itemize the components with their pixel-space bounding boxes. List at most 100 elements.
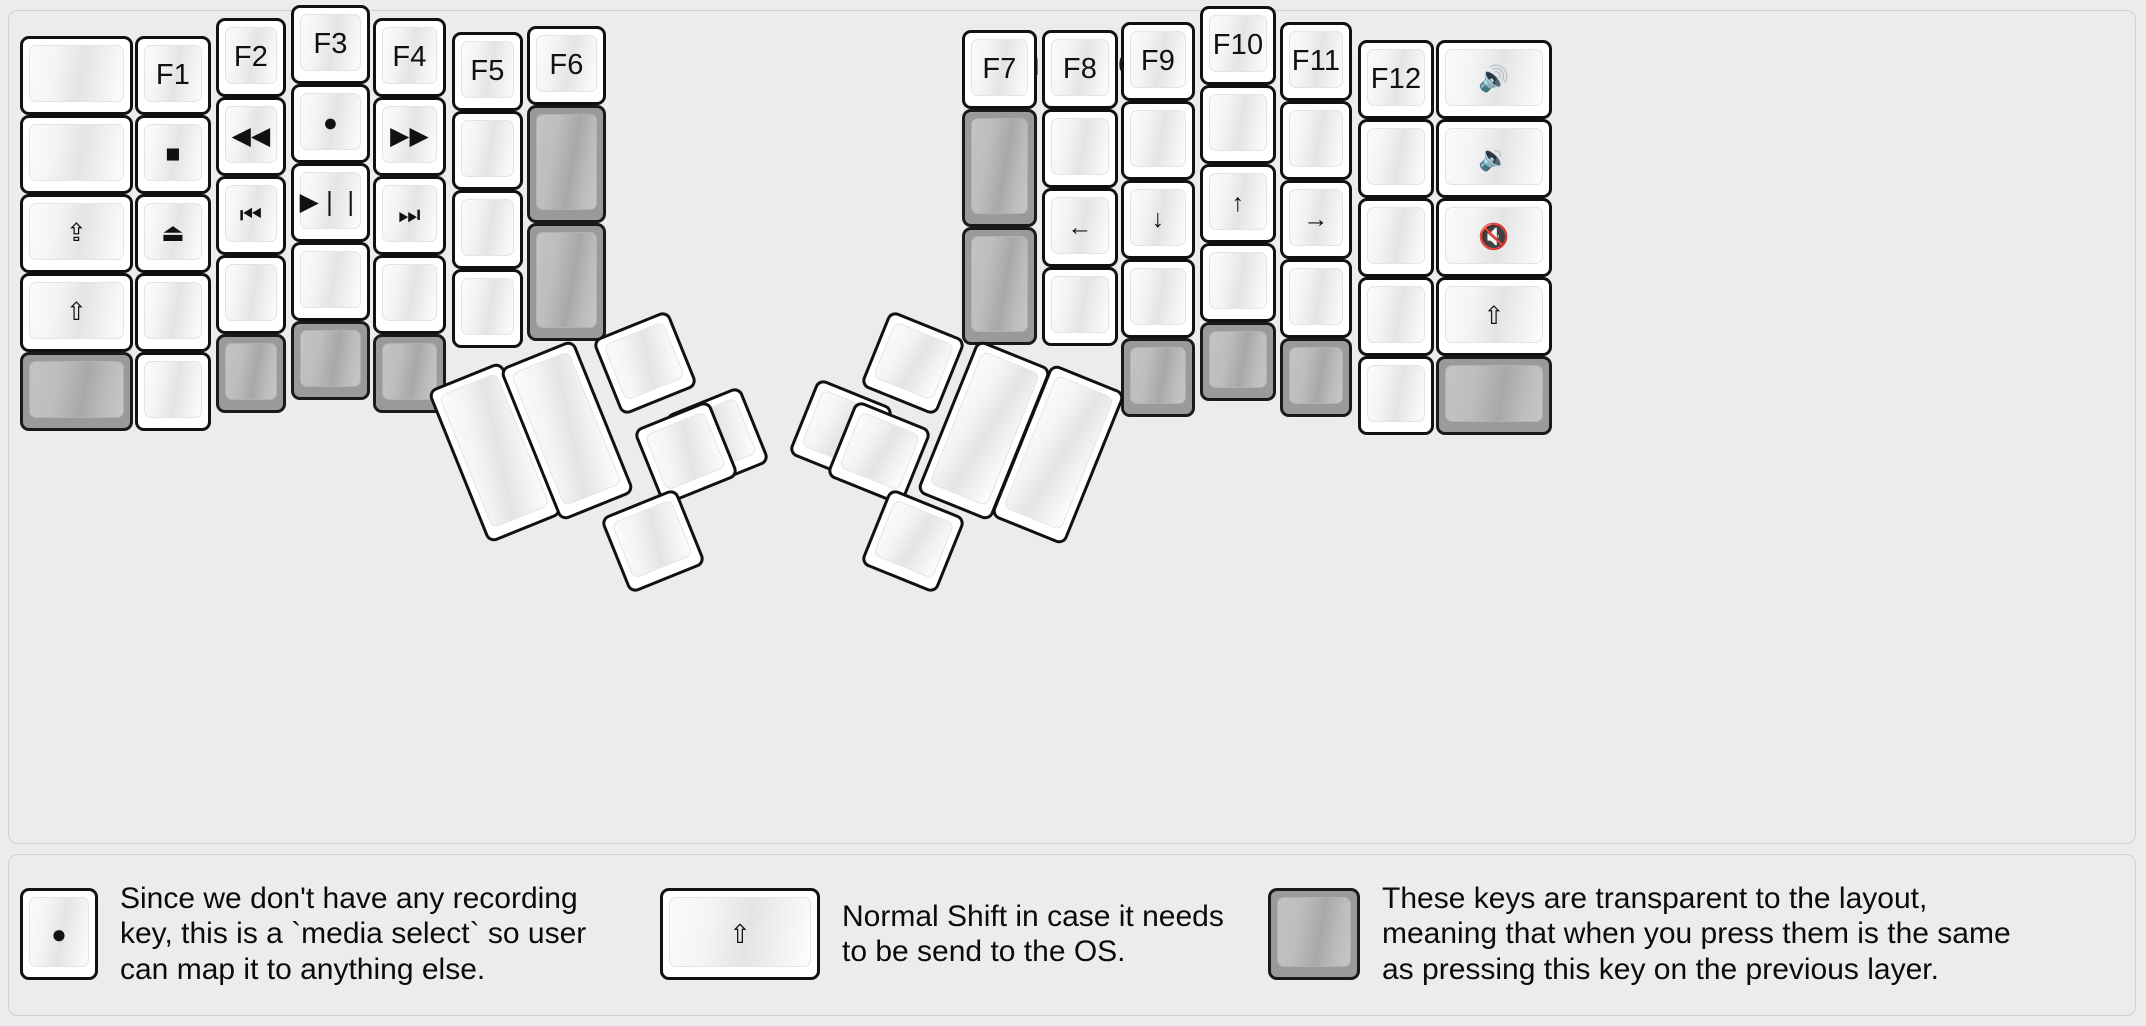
eject-icon: ⏏ bbox=[161, 219, 185, 247]
transparent-key[interactable] bbox=[962, 227, 1037, 345]
transparent-key[interactable] bbox=[1436, 356, 1552, 435]
transparent-key[interactable] bbox=[962, 109, 1037, 227]
blank-key[interactable] bbox=[373, 255, 446, 334]
blank-key[interactable] bbox=[452, 111, 523, 190]
key-cap bbox=[1367, 286, 1425, 343]
key-volume-mute-icon[interactable]: 🔇 bbox=[1436, 198, 1552, 277]
blank-key[interactable] bbox=[216, 255, 286, 334]
key-arrow-right-icon[interactable]: → bbox=[1280, 180, 1352, 259]
blank-key[interactable] bbox=[452, 190, 523, 269]
blank-key[interactable] bbox=[1358, 277, 1434, 356]
blank-key[interactable] bbox=[1042, 267, 1118, 346]
key-arrow-up-icon[interactable]: ↑ bbox=[1200, 164, 1276, 243]
transparent-key[interactable] bbox=[1280, 338, 1352, 417]
volume-up-icon: 🔊 bbox=[1478, 65, 1510, 93]
blank-key[interactable] bbox=[135, 352, 211, 431]
transparent-key[interactable] bbox=[1121, 338, 1195, 417]
key-eject-icon[interactable]: ⏏ bbox=[135, 194, 211, 273]
key-f3[interactable]: F3 bbox=[291, 5, 370, 84]
blank-key[interactable] bbox=[291, 242, 370, 321]
rewind-icon: ◀◀ bbox=[231, 122, 271, 150]
key-cap bbox=[29, 124, 124, 181]
key-cap bbox=[536, 232, 597, 328]
blank-key[interactable] bbox=[1042, 109, 1118, 188]
key-legend-text: F7 bbox=[982, 53, 1017, 85]
legend-transparent-key-swatch bbox=[1268, 888, 1360, 980]
key-cap bbox=[1367, 365, 1425, 422]
key-f4[interactable]: F4 bbox=[373, 18, 446, 97]
key-f8[interactable]: F8 bbox=[1042, 30, 1118, 109]
transparent-key[interactable] bbox=[291, 321, 370, 400]
blank-key[interactable] bbox=[1358, 198, 1434, 277]
transparent-key[interactable] bbox=[527, 223, 606, 341]
key-prev-track-icon[interactable]: ⏮ bbox=[216, 176, 286, 255]
blank-key[interactable] bbox=[1121, 101, 1195, 180]
key-f10[interactable]: F10 bbox=[1200, 6, 1276, 85]
shift-icon: ⇧ bbox=[729, 918, 751, 949]
key-shift-icon[interactable]: ⇧ bbox=[20, 273, 133, 352]
key-cap bbox=[1051, 276, 1109, 333]
blank-key[interactable] bbox=[1358, 356, 1434, 435]
key-f12[interactable]: F12 bbox=[1358, 40, 1434, 119]
blank-key[interactable] bbox=[135, 273, 211, 352]
blank-key[interactable] bbox=[1358, 119, 1434, 198]
blank-key[interactable] bbox=[1280, 101, 1352, 180]
transparent-key[interactable] bbox=[216, 334, 286, 413]
key-cap bbox=[1289, 268, 1343, 325]
key-cap bbox=[1209, 252, 1267, 309]
legend-item: These keys are transparent to the layout… bbox=[1268, 854, 2011, 1014]
key-shift-icon[interactable]: ⇧ bbox=[1436, 277, 1552, 356]
key-play-pause-icon[interactable]: ▶❘❘ bbox=[291, 163, 370, 242]
key-cap bbox=[144, 361, 202, 418]
key-f2[interactable]: F2 bbox=[216, 18, 286, 97]
key-volume-down-icon[interactable]: 🔉 bbox=[1436, 119, 1552, 198]
arrow-down-icon: ↓ bbox=[1151, 205, 1165, 233]
arrow-right-icon: → bbox=[1303, 205, 1329, 233]
transparent-key[interactable] bbox=[20, 352, 133, 431]
key-cap bbox=[1289, 110, 1343, 167]
legend-description: These keys are transparent to the layout… bbox=[1382, 882, 2011, 986]
blank-key[interactable] bbox=[452, 269, 523, 348]
key-volume-up-icon[interactable]: 🔊 bbox=[1436, 40, 1552, 119]
record-icon: ● bbox=[322, 109, 339, 137]
blank-key[interactable] bbox=[1200, 85, 1276, 164]
key-record-icon[interactable]: ● bbox=[291, 84, 370, 163]
key-cap bbox=[611, 499, 694, 579]
key-stop-icon[interactable]: ■ bbox=[135, 115, 211, 194]
blank-key[interactable] bbox=[20, 36, 133, 115]
key-arrow-down-icon[interactable]: ↓ bbox=[1121, 180, 1195, 259]
transparent-key[interactable] bbox=[527, 105, 606, 223]
key-cap bbox=[461, 278, 514, 335]
key-cap bbox=[1367, 207, 1425, 264]
key-fast-forward-icon[interactable]: ▶▶ bbox=[373, 97, 446, 176]
key-caps-lock-icon[interactable]: ⇪ bbox=[20, 194, 133, 273]
arrow-left-icon: ← bbox=[1067, 213, 1093, 241]
key-rewind-icon[interactable]: ◀◀ bbox=[216, 97, 286, 176]
key-f1[interactable]: F1 bbox=[135, 36, 211, 115]
key-f9[interactable]: F9 bbox=[1121, 22, 1195, 101]
transparent-key[interactable] bbox=[1200, 322, 1276, 401]
key-cap bbox=[872, 321, 955, 401]
key-cap bbox=[669, 897, 811, 967]
key-f5[interactable]: F5 bbox=[452, 32, 523, 111]
key-cap bbox=[971, 118, 1028, 214]
blank-key[interactable] bbox=[1200, 243, 1276, 322]
key-cap bbox=[382, 264, 437, 321]
blank-key[interactable] bbox=[1280, 259, 1352, 338]
key-f11[interactable]: F11 bbox=[1280, 22, 1352, 101]
key-f7[interactable]: F7 bbox=[962, 30, 1037, 109]
key-cap bbox=[300, 251, 361, 308]
key-legend-text: F6 bbox=[549, 49, 584, 81]
key-f6[interactable]: F6 bbox=[527, 26, 606, 105]
blank-key[interactable] bbox=[1121, 259, 1195, 338]
key-arrow-left-icon[interactable]: ← bbox=[1042, 188, 1118, 267]
key-cap bbox=[1209, 331, 1267, 388]
key-cap bbox=[1289, 347, 1343, 404]
key-legend-text: F2 bbox=[233, 41, 269, 73]
stop-icon: ■ bbox=[165, 140, 181, 168]
legend-record-icon: ● bbox=[20, 888, 98, 980]
key-cap bbox=[1209, 94, 1267, 151]
key-next-track-icon[interactable]: ⏭ bbox=[373, 176, 446, 255]
key-legend-text: F5 bbox=[470, 55, 505, 87]
blank-key[interactable] bbox=[20, 115, 133, 194]
